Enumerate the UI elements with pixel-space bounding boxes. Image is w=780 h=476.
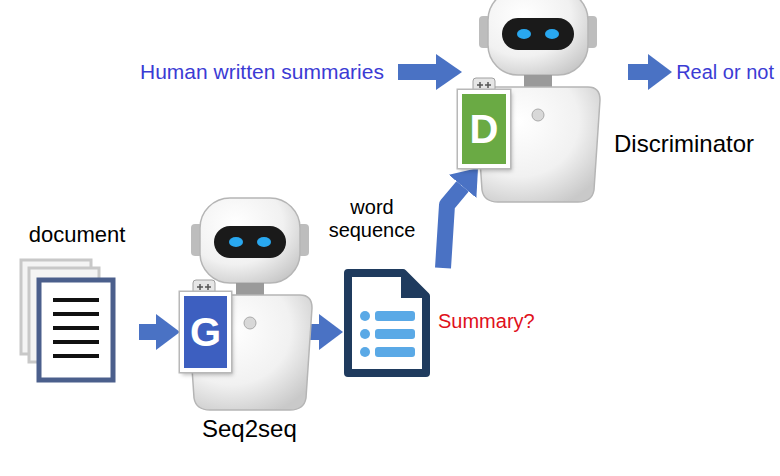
input-arrow [398, 54, 462, 90]
discriminator-card: D [458, 90, 510, 168]
document-icon: document [15, 222, 139, 390]
edge-label: word sequence [324, 196, 420, 242]
flow-arrow [443, 186, 463, 268]
document-icon-graphic [15, 256, 133, 392]
node-heading: document [15, 222, 139, 247]
summary-icon: Summary? [343, 268, 543, 378]
output-label: Real or not [676, 61, 774, 84]
generator-name: Seq2seq [202, 415, 297, 443]
summary-icon-graphic [343, 268, 431, 382]
output-arrow [628, 54, 672, 90]
card-letter: D [470, 106, 499, 152]
flow-arrow [139, 324, 156, 340]
card-letter: G [190, 309, 221, 355]
input-label: Human written summaries [140, 60, 384, 84]
discriminator-name: Discriminator [614, 130, 754, 158]
generator-card: G [180, 292, 231, 372]
summary-label: Summary? [438, 310, 535, 333]
